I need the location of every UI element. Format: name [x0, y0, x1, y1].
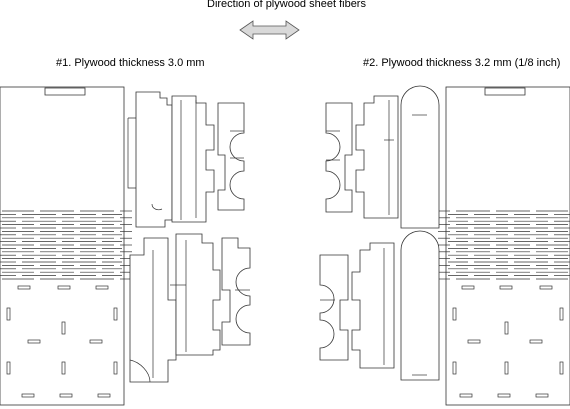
diagram-title: Direction of plywood sheet fibers	[207, 0, 366, 10]
side-piece-1b	[171, 95, 215, 223]
panel-slots	[452, 285, 564, 398]
main-panel-1	[0, 86, 132, 406]
living-hinge-pattern	[438, 210, 570, 280]
end-piece-2c	[325, 102, 353, 213]
side-piece-2b	[355, 95, 399, 219]
living-hinge-pattern	[0, 210, 132, 280]
end-piece-2f	[319, 254, 349, 361]
caption-layout-2: #2. Plywood thickness 3.2 mm (1/8 inch)	[363, 57, 561, 69]
side-piece-1e	[175, 233, 221, 356]
caption-layout-1: #1. Plywood thickness 3.0 mm	[56, 57, 205, 69]
round-piece-2d	[400, 230, 440, 381]
double-headed-arrow-icon	[239, 20, 300, 40]
side-piece-1a	[135, 91, 173, 228]
layout-1	[0, 86, 251, 406]
layout-2	[319, 85, 570, 406]
side-piece-2e	[351, 242, 395, 369]
end-piece-1c	[217, 102, 245, 211]
panel-slots	[6, 285, 118, 398]
end-piece-1f	[221, 237, 251, 346]
round-piece-2a	[400, 85, 440, 229]
main-panel-2	[438, 86, 570, 406]
